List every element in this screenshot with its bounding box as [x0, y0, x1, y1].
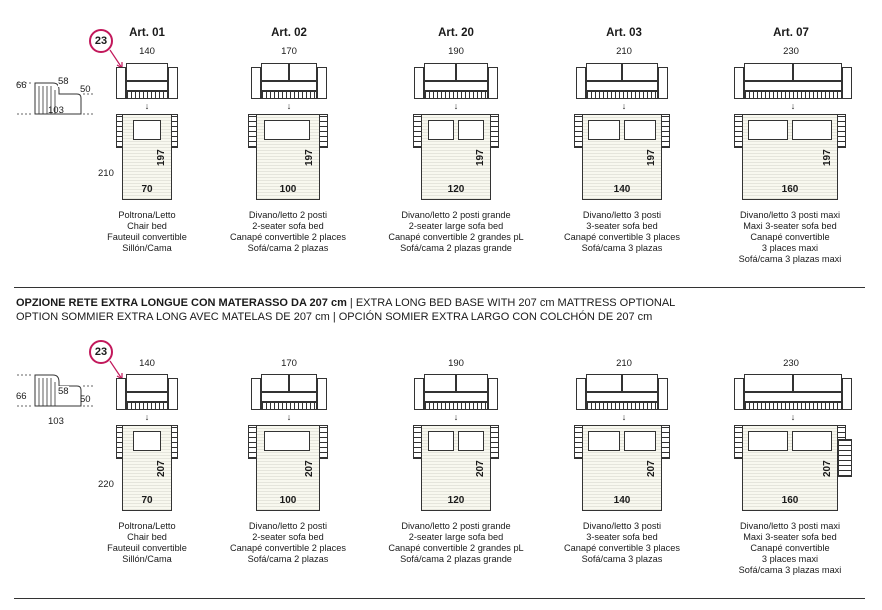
width-label: 230 [783, 46, 799, 57]
bed-width-value: 140 [613, 184, 631, 195]
sofa-front-view [116, 372, 178, 412]
bed-length-value: 207 [304, 460, 315, 477]
seat-height-label: 50 [80, 84, 91, 95]
bed-length-label: 210 [98, 168, 114, 179]
divider [14, 287, 865, 288]
article-label: Art. 20 [438, 27, 474, 39]
width-label: 230 [783, 358, 799, 369]
bed-top-view: 207 100 [248, 425, 328, 511]
arrow-down-icon: ↓ [621, 101, 627, 111]
arrow-down-icon: ↓ [144, 412, 150, 422]
count-badge: 23 [89, 340, 113, 364]
width-label: 210 [616, 46, 632, 57]
sofa-front-view [414, 372, 498, 412]
article-label: Art. 01 [129, 27, 165, 39]
depth-label: 103 [48, 416, 64, 427]
width-label: 140 [139, 46, 155, 57]
bed-length-value: 207 [475, 460, 486, 477]
arrow-down-icon: ↓ [453, 101, 459, 111]
width-label: 170 [281, 46, 297, 57]
bed-length-label: 220 [98, 479, 114, 490]
bed-width-value: 140 [613, 495, 631, 506]
arrow-down-icon: ↓ [453, 412, 459, 422]
article-label: Art. 07 [773, 27, 809, 39]
bed-width-value: 120 [447, 495, 465, 506]
bed-top-view: 207 120 [413, 425, 499, 511]
sofa-front-view [251, 61, 327, 101]
width-label: 190 [448, 358, 464, 369]
count-badge: 23 [89, 29, 113, 53]
divider [14, 598, 865, 599]
arrow-down-icon: ↓ [144, 101, 150, 111]
bed-width-value: 100 [279, 495, 297, 506]
side-profile-icon [17, 82, 95, 115]
bed-top-view: 197 70 [116, 114, 178, 200]
bed-top-view: 207 160 [734, 425, 854, 511]
sofa-front-view [734, 372, 852, 412]
bed-length-value: 197 [646, 149, 657, 166]
seat-depth-label: 58 [58, 386, 69, 397]
bed-length-value: 197 [156, 149, 167, 166]
width-label: 210 [616, 358, 632, 369]
width-label: 170 [281, 358, 297, 369]
bed-length-value: 197 [304, 149, 315, 166]
seat-height-label: 50 [80, 394, 91, 405]
height-label: 66 [16, 80, 27, 91]
sofa-front-view [576, 61, 668, 101]
section-title: OPZIONE RETE EXTRA LONGUE CON MATERASSO … [16, 297, 676, 309]
bed-width-value: 120 [447, 184, 465, 195]
sofa-front-view [414, 61, 498, 101]
arrow-down-icon: ↓ [286, 101, 292, 111]
bed-top-view: 207 140 [574, 425, 670, 511]
arrow-down-icon: ↓ [790, 101, 796, 111]
bed-width-value: 160 [781, 495, 799, 506]
bed-top-view: 197 120 [413, 114, 499, 200]
bed-width-value: 70 [141, 495, 153, 506]
bed-width-value: 100 [279, 184, 297, 195]
bed-length-value: 207 [646, 460, 657, 477]
arrow-down-icon: ↓ [790, 412, 796, 422]
arrow-down-icon: ↓ [621, 412, 627, 422]
article-label: Art. 03 [606, 27, 642, 39]
section-subtitle: OPTION SOMMIER EXTRA LONG AVEC MATELAS D… [16, 311, 653, 323]
width-label: 190 [448, 46, 464, 57]
bed-width-value: 160 [781, 184, 799, 195]
sofa-front-view [251, 372, 327, 412]
bed-length-value: 207 [156, 460, 167, 477]
width-label: 140 [139, 358, 155, 369]
article-label: Art. 02 [271, 27, 307, 39]
bed-top-view: 197 160 [734, 114, 846, 200]
sofa-front-view [116, 61, 178, 101]
depth-label: 103 [48, 105, 64, 116]
sofa-front-view [576, 372, 668, 412]
bed-top-view: 197 140 [574, 114, 670, 200]
bed-top-view: 197 100 [248, 114, 328, 200]
bed-width-value: 70 [141, 184, 153, 195]
arrow-down-icon: ↓ [286, 412, 292, 422]
bed-length-value: 197 [475, 149, 486, 166]
bed-top-view: 207 70 [116, 425, 178, 511]
side-profile-diagram [15, 80, 105, 125]
bed-length-value: 197 [822, 149, 833, 166]
seat-depth-label: 58 [58, 76, 69, 87]
sofa-front-view [734, 61, 852, 101]
bed-length-value: 207 [822, 460, 833, 477]
height-label: 66 [16, 391, 27, 402]
